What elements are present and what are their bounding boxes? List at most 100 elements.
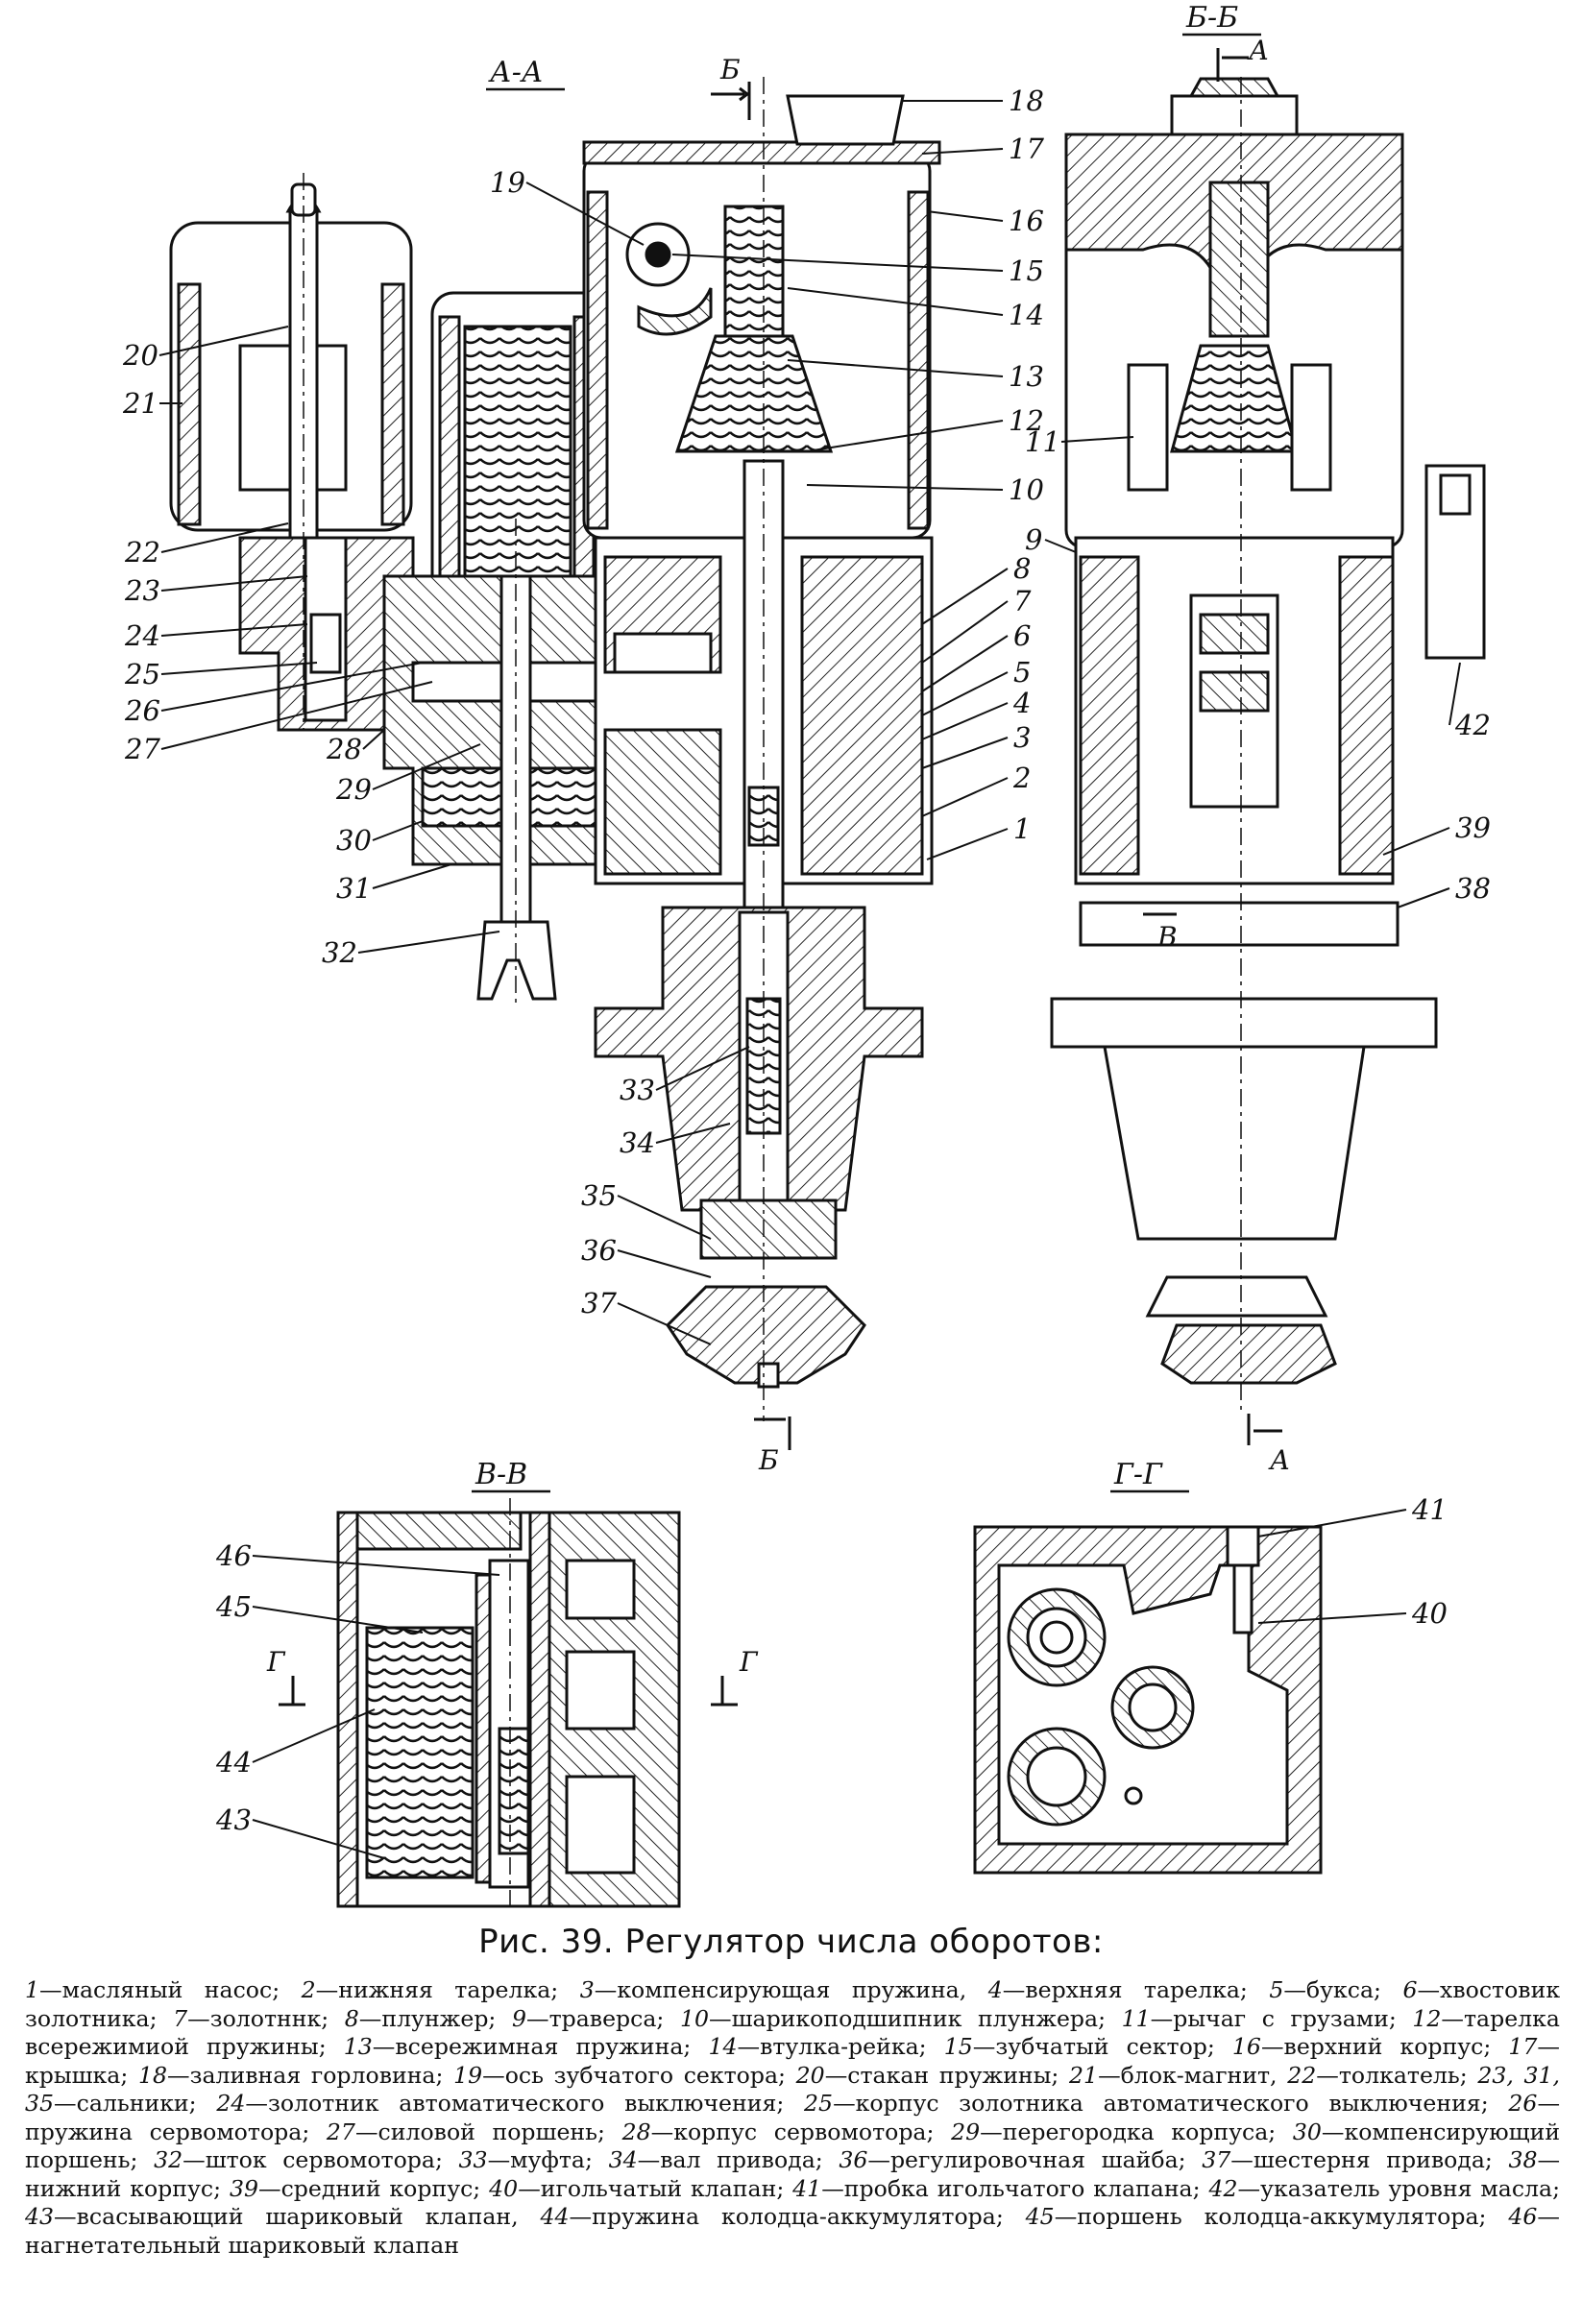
leader-line-33 [655,1046,750,1091]
callout-12: 12 [1009,404,1044,437]
callout-44: 44 [215,1746,252,1779]
section-bb [1050,77,1486,1412]
heading-bb: Б-Б [1185,1,1238,35]
legend-item-text: —муфта; [487,2146,593,2173]
legend-item-text: —золотннк; [187,2004,329,2032]
callout-35: 35 [581,1179,617,1212]
callout-4: 4 [1012,687,1031,719]
legend-item-number: 38 [1508,2146,1538,2173]
cut-marker-g-left: Г [266,1646,286,1678]
section-vv [336,1498,681,1911]
upper-housing [582,94,941,540]
legend-item-number: 13 [343,2033,373,2060]
legend-item-number: 26 [1508,2090,1538,2117]
callout-20: 20 [122,339,158,372]
leader-line-34 [655,1123,731,1144]
legend-item: 39—средний корпус; [230,2175,480,2202]
legend-item: 18—заливная горловина; [138,2062,443,2089]
legend-item-text: —компенсирующий поршень; [25,2118,1561,2174]
callout-5: 5 [1013,656,1031,689]
legend-item: 32—шток сервомотора; [154,2146,443,2173]
legend-item-text: —всасывающий шариковый клапан, [54,2203,519,2230]
legend-item-text: —плунжер; [358,2004,497,2032]
cut-markers: Б Б А А В Г Г [266,35,1290,1707]
legend-item-number: 19 [453,2061,483,2089]
callout-labels: 1234567891011121314151617181920212223242… [122,85,1491,1836]
legend-item-text: —нагнетательный шариковый клапан [25,2203,1560,2259]
callout-31: 31 [336,872,372,905]
cut-marker-g-right: Г [739,1646,759,1678]
legend-item: 41—пробка игольчатого клапана; [792,2175,1200,2202]
callout-45: 45 [215,1590,252,1623]
legend-item-text: —шток сервомотора; [183,2146,443,2173]
leader-line-9 [1044,539,1077,553]
leader-line-28 [362,729,385,750]
legend-item-number: 27 [326,2118,355,2145]
leader-line-23 [160,575,308,592]
legend-item-text: —рычаг с грузами; [1150,2004,1397,2032]
legend-item: 37—шестерня привода; [1202,2146,1493,2173]
callout-leaders [158,100,1461,1859]
legend-item-number: 46 [1508,2203,1538,2230]
legend-item: 23, 31, 35—сальники; [25,2062,1560,2118]
middle-housing [594,459,934,914]
spring-cup-assembly [169,182,413,549]
callout-30: 30 [336,824,372,857]
legend-item: 14—втулка-рейка; [708,2033,926,2060]
legend-item: 12—тарелка всережимиой пружины; [25,2005,1560,2061]
leader-line-41 [1257,1509,1407,1537]
legend-item-number: 16 [1231,2033,1261,2060]
legend-item: 21—блок-магнит, [1069,2062,1278,2089]
callout-32: 32 [322,936,357,969]
callout-36: 36 [581,1234,617,1267]
legend-item-text: —зубчатый сектор; [972,2033,1215,2060]
legend-item-text: —букса; [1283,1976,1381,2003]
callout-29: 29 [335,773,372,806]
legend-item-text: —поршень колодца-аккумулятора; [1054,2203,1487,2230]
leader-line-12 [806,420,1004,452]
leader-line-5 [921,671,1009,716]
legend-item-number: 25 [804,2090,834,2117]
legend-item-number: 36 [839,2146,868,2173]
legend-item-text: —заливная горловина; [167,2061,444,2089]
legend-item-number: 24 [216,2090,246,2117]
callout-6: 6 [1013,619,1031,652]
leader-line-8 [921,568,1009,625]
legend-item-text: —верхняя тарелка; [1002,1976,1248,2003]
callout-14: 14 [1009,299,1044,331]
legend-item: 17—крышка; [25,2033,1560,2089]
legend-item: 27—силовой поршень; [327,2118,605,2145]
callout-21: 21 [122,387,158,420]
leader-line-37 [617,1302,712,1345]
callout-26: 26 [124,694,160,727]
callout-28: 28 [326,733,362,765]
callout-43: 43 [215,1804,252,1836]
legend-item-number: 43 [25,2203,55,2230]
leader-line-22 [160,522,289,553]
leader-line-26 [160,662,424,712]
legend-item-text: —толкатель; [1316,2061,1468,2089]
legend-item-number: 9 [511,2004,526,2032]
leader-line-36 [617,1249,712,1278]
legend-item: 30—компенсирующий поршень; [25,2118,1560,2174]
section-gg [973,1525,1323,1875]
leader-line-42 [1448,662,1461,726]
heading-aa: А-А [488,56,544,89]
callout-13: 13 [1009,360,1044,393]
leader-line-35 [617,1195,712,1240]
leader-line-2 [921,777,1009,817]
legend-item: 45—поршень колодца-аккумулятора; [1026,2203,1487,2230]
legend-item-text: —ось зубчатого сектора; [482,2061,787,2089]
leader-line-43 [252,1819,385,1859]
legend-item-number: 17 [1508,2033,1538,2060]
legend-item-number: 23, 31, 35 [25,2061,1561,2118]
leader-line-39 [1382,827,1450,856]
legend-item: 11—рычаг с грузами; [1122,2005,1397,2032]
leader-line-30 [372,820,424,841]
legend-item-number: 44 [540,2203,570,2230]
callout-39: 39 [1455,811,1491,844]
figure-legend: 1—масляный насос; 2—нижняя тарелка; 3—ко… [25,1976,1560,2260]
legend-item: 38—нижний корпус; [25,2146,1560,2202]
legend-item: 10—шарикоподшипник плунжера; [680,2005,1106,2032]
heading-vv: В-В [475,1458,527,1491]
